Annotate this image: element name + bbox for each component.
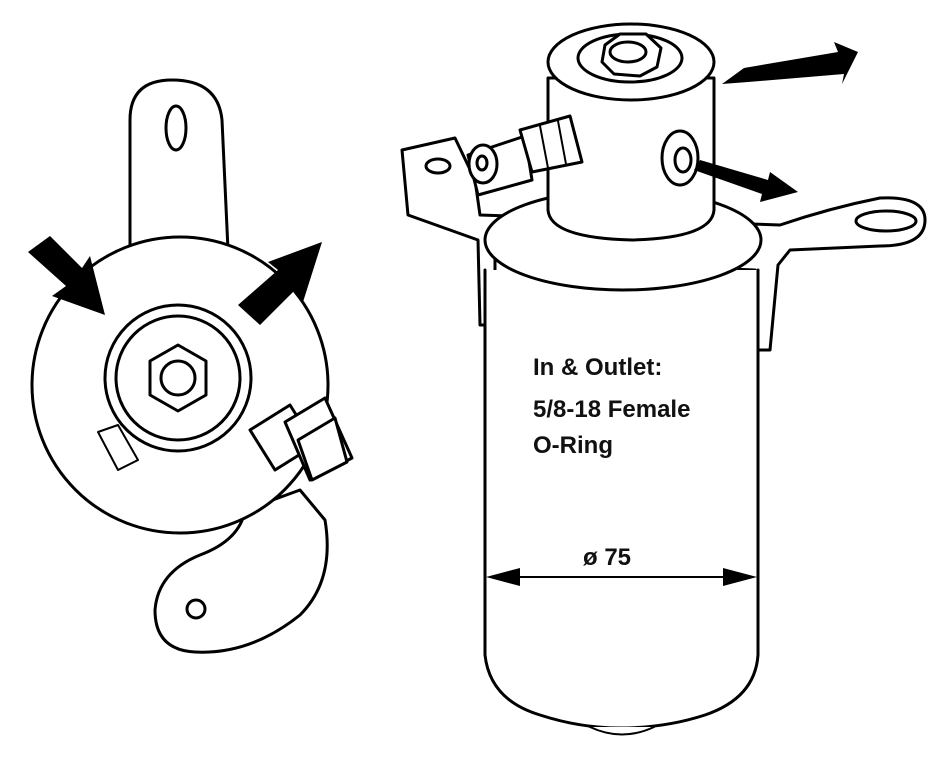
top-view-lower-hole (185, 598, 207, 620)
side-outlet-arrow-icon (694, 160, 798, 202)
side-view (400, 22, 927, 736)
outlet-arrow-icon (238, 242, 322, 325)
seal-type: O-Ring (533, 432, 613, 459)
side-view-bracket-slot (854, 209, 918, 233)
top-view-side-fitting (248, 396, 354, 482)
side-view-cap-port (608, 40, 648, 64)
side-view-bracket-hole (424, 157, 452, 175)
diameter-label: ø 75 (583, 544, 632, 571)
diameter-dimension (486, 568, 757, 586)
connection-title: In & Outlet: (533, 354, 663, 381)
side-inlet-arrow-icon (722, 42, 858, 84)
top-view (28, 78, 354, 654)
side-view-switch-fitting (466, 114, 584, 197)
side-view-cylinder-base (589, 726, 655, 736)
top-view-pin (97, 424, 139, 471)
side-view-cap (546, 76, 716, 242)
top-view-port (159, 359, 197, 397)
top-view-upper-bracket (128, 78, 230, 252)
side-view-cylinder (483, 268, 760, 730)
inlet-arrow-icon (28, 236, 105, 315)
top-view-upper-slot (164, 104, 188, 152)
thread-spec: 5/8-18 Female (533, 396, 691, 423)
